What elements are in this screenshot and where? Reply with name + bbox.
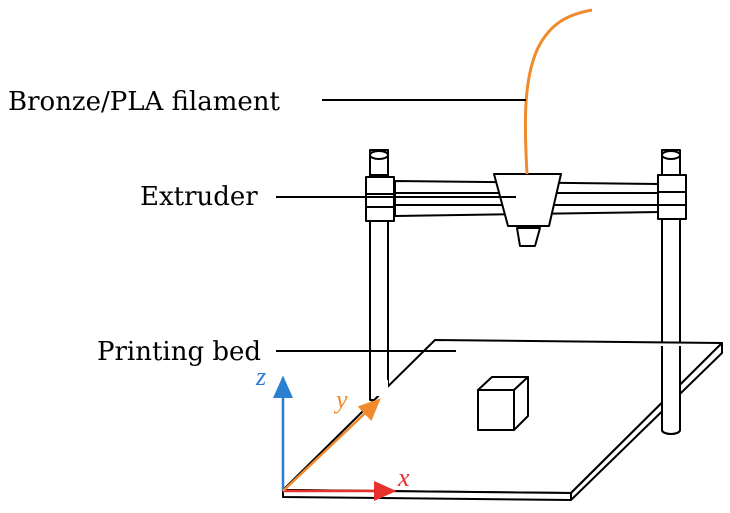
x-axis-label: x: [397, 463, 410, 492]
extruder-label: Extruder: [140, 182, 258, 212]
extruder: [493, 173, 562, 247]
printed-cube: [477, 376, 529, 431]
y-axis-label: y: [333, 385, 348, 414]
right-post-lower: [661, 346, 681, 435]
left-clamp: [365, 176, 395, 222]
bed-label: Printing bed: [97, 337, 261, 367]
filament-label: Bronze/PLA filament: [8, 87, 281, 117]
filament-strand: [523, 8, 593, 175]
right-clamp: [657, 174, 687, 220]
z-axis-label: z: [255, 362, 266, 391]
y-axis-arrow: [282, 398, 381, 492]
left-post-lower: [369, 346, 389, 396]
